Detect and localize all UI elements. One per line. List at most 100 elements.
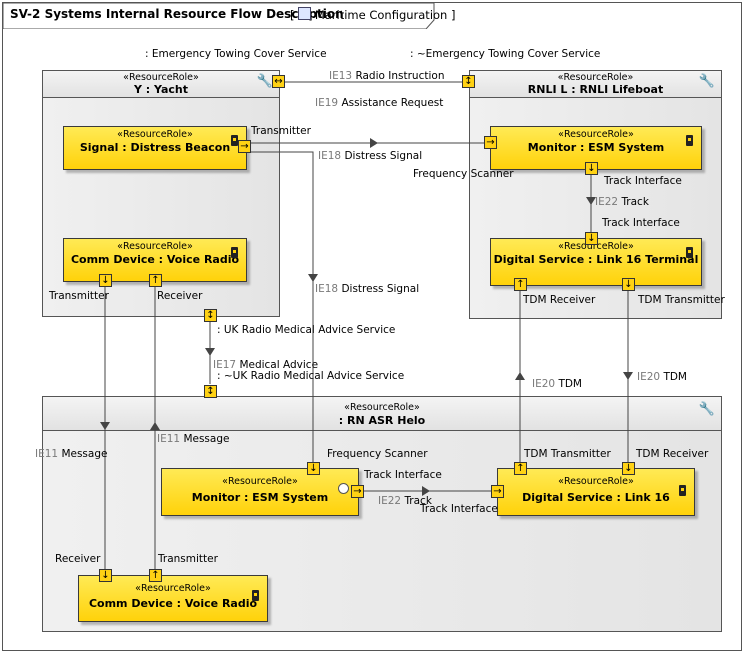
stereotype-label: «ResourceRole» xyxy=(117,129,193,140)
label-track-interface-helo-link16: Track Interface xyxy=(420,503,498,515)
label-tdm-receiver-helo: TDM Receiver xyxy=(636,448,709,460)
label-tdm-receiver-terminal: TDM Receiver xyxy=(523,294,596,306)
port-yacht-radio-receiver[interactable]: ↑ xyxy=(149,274,162,287)
package-icon xyxy=(298,7,312,20)
flow-label-ie18-b[interactable]: IE18 Distress Signal xyxy=(315,283,420,295)
port-emergency-towing-yacht[interactable]: ↔ xyxy=(272,75,285,88)
flow-label-ie17[interactable]: IE17 Medical Advice xyxy=(213,359,319,371)
port-beacon-transmitter[interactable]: → xyxy=(238,140,251,153)
flow-ie18-a-arrow xyxy=(370,138,378,148)
flow-label-ie22-b[interactable]: IE22 Track xyxy=(378,495,432,507)
flow-label-ie13[interactable]: IE13 Radio Instruction xyxy=(329,70,445,82)
stereotype-label: «ResourceRole» xyxy=(558,129,634,140)
part-name: Digital Service : Link 16 xyxy=(522,491,670,504)
scanner-icon xyxy=(338,483,349,494)
part-yacht-voice-radio[interactable]: «ResourceRole» Comm Device : Voice Radio xyxy=(63,238,247,282)
part-name: Monitor : ESM System xyxy=(191,491,329,504)
label-emergency-towing-yacht: : Emergency Towing Cover Service xyxy=(145,48,327,60)
device-icon xyxy=(231,135,238,146)
part-name: Signal : Distress Beacon xyxy=(79,141,231,154)
device-icon xyxy=(231,247,238,258)
label-beacon-transmitter: Transmitter xyxy=(251,125,311,137)
port-terminal-track-interface-in[interactable]: ↓ xyxy=(585,232,598,245)
configuration-label[interactable]: [ Maritime Configuration ] xyxy=(290,7,456,22)
label-emergency-towing-lifeboat: : ~Emergency Towing Cover Service xyxy=(410,48,601,60)
device-icon xyxy=(686,247,693,258)
port-helo-tdm-transmitter[interactable]: ↑ xyxy=(514,462,527,475)
port-helo-frequency-scanner[interactable]: ↓ xyxy=(307,462,320,475)
part-helo-voice-radio[interactable]: «ResourceRole» Comm Device : Voice Radio xyxy=(78,575,268,622)
flow-label-ie19[interactable]: IE19 Assistance Request xyxy=(315,97,444,109)
lane-yacht-name: Y : Yacht xyxy=(133,83,188,96)
label-yacht-radio-transmitter: Transmitter xyxy=(49,290,109,302)
port-yacht-radio-transmitter[interactable]: ↓ xyxy=(99,274,112,287)
label-tdm-transmitter-terminal: TDM Transmitter xyxy=(638,294,725,306)
label-yacht-radio-receiver: Receiver xyxy=(157,290,203,302)
device-icon xyxy=(686,135,693,146)
stereotype-label: «ResourceRole» xyxy=(135,583,211,594)
label-track-interface-helo-esm: Track Interface xyxy=(364,469,442,481)
label-tdm-transmitter-helo: TDM Transmitter xyxy=(524,448,611,460)
port-uk-radio-medical-helo[interactable]: ↕ xyxy=(204,385,217,398)
flow-label-ie20-b[interactable]: IE20 TDM xyxy=(637,371,687,383)
lane-lifeboat-name: RNLI L : RNLI Lifeboat xyxy=(527,83,664,96)
port-helo-tdm-receiver[interactable]: ↓ xyxy=(622,462,635,475)
stereotype-label: «ResourceRole» xyxy=(557,72,634,83)
part-name: Comm Device : Voice Radio xyxy=(88,597,258,610)
flow-ie20-a-arrow xyxy=(515,372,525,380)
stereotype-label: «ResourceRole» xyxy=(558,241,634,252)
flow-label-ie18-a[interactable]: IE18 Distress Signal xyxy=(318,150,423,162)
flow-ie20-b-arrow xyxy=(623,372,633,380)
label-track-interface-esm: Track Interface xyxy=(604,175,682,187)
flow-ie11-a-arrow xyxy=(100,422,110,430)
part-name: Comm Device : Voice Radio xyxy=(70,253,240,266)
stereotype-label: «ResourceRole» xyxy=(344,402,420,413)
part-name: Monitor : ESM System xyxy=(527,141,665,154)
port-helo-esm-track-interface[interactable]: → xyxy=(351,485,364,498)
flow-ie22-a-arrow xyxy=(586,197,596,205)
port-uk-radio-medical-yacht[interactable]: ↕ xyxy=(204,309,217,322)
flow-ie11-b-arrow xyxy=(150,422,160,430)
stereotype-label: «ResourceRole» xyxy=(558,476,634,487)
label-track-interface-terminal: Track Interface xyxy=(602,217,680,229)
flow-label-ie11-a[interactable]: IE11 Message xyxy=(35,448,108,460)
port-terminal-tdm-transmitter[interactable]: ↓ xyxy=(622,278,635,291)
part-name: Digital Service : Link 16 Terminal xyxy=(493,253,699,266)
device-icon xyxy=(679,485,686,496)
port-helo-radio-transmitter[interactable]: ↑ xyxy=(149,569,162,582)
flow-ie22-b-arrow xyxy=(422,486,430,496)
frame-tab xyxy=(2,2,435,29)
wrench-icon: 🔧 xyxy=(698,402,715,417)
lane-helo-name: : RN ASR Helo xyxy=(338,414,426,427)
port-emergency-towing-lifeboat[interactable]: ↕ xyxy=(462,75,475,88)
flow-ie17-arrow xyxy=(205,348,215,356)
port-helo-radio-receiver[interactable]: ↓ xyxy=(99,569,112,582)
flow-label-ie22-a[interactable]: IE22 Track xyxy=(595,196,649,208)
label-uk-radio-medical-helo: : ~UK Radio Medical Advice Service xyxy=(217,370,405,382)
stereotype-label: «ResourceRole» xyxy=(123,72,199,83)
port-helo-link16-track-interface[interactable]: → xyxy=(491,485,504,498)
port-terminal-tdm-receiver[interactable]: ↑ xyxy=(514,278,527,291)
label-helo-radio-transmitter: Transmitter xyxy=(158,553,218,565)
wrench-icon: 🔧 xyxy=(256,74,273,89)
device-icon xyxy=(252,590,259,601)
lane-lifeboat-header: «ResourceRole» RNLI L : RNLI Lifeboat xyxy=(470,71,721,98)
part-distress-beacon[interactable]: «ResourceRole» Signal : Distress Beacon xyxy=(63,126,247,170)
flow-ie18-b-line xyxy=(251,151,314,468)
label-uk-radio-medical-yacht: : UK Radio Medical Advice Service xyxy=(217,324,396,336)
flow-ie18-b-arrow xyxy=(308,274,318,282)
label-helo-radio-receiver: Receiver xyxy=(55,553,101,565)
label-frequency-scanner-lifeboat: Frequency Scanner xyxy=(413,168,514,180)
flow-label-ie20-a[interactable]: IE20 TDM xyxy=(532,378,582,390)
port-lifeboat-track-interface-out[interactable]: ↓ xyxy=(585,162,598,175)
label-frequency-scanner-helo: Frequency Scanner xyxy=(327,448,428,460)
port-lifeboat-frequency-scanner[interactable]: → xyxy=(484,136,497,149)
diagram-title: SV-2 Systems Internal Resource Flow Desc… xyxy=(10,7,344,21)
part-helo-esm[interactable]: «ResourceRole» Monitor : ESM System xyxy=(161,468,359,516)
stereotype-label: «ResourceRole» xyxy=(117,241,193,252)
flow-label-ie11-b[interactable]: IE11 Message xyxy=(157,433,230,445)
part-helo-link16[interactable]: «ResourceRole» Digital Service : Link 16 xyxy=(497,468,695,516)
lane-yacht-header: «ResourceRole» Y : Yacht xyxy=(43,71,279,98)
wrench-icon: 🔧 xyxy=(698,74,715,89)
